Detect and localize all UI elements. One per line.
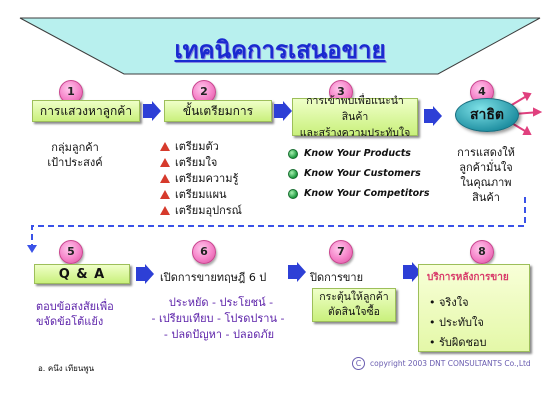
green-bullet-icon: [288, 148, 298, 159]
arrow-right-icon: [143, 101, 161, 121]
step-2-label: ขั้นเตรียมการ: [182, 103, 254, 118]
step-4-detail-4: สินค้า: [472, 191, 500, 204]
step-2-item: เตรียมอุปกรณ์: [160, 201, 242, 219]
triangle-bullet-icon: [160, 173, 170, 183]
arrow-right-icon: [136, 264, 154, 284]
step-7-label: ปิดการขาย: [310, 271, 364, 284]
step-7-box: กระตุ้นให้ลูกค้า ตัดสินใจซื้อ: [312, 288, 396, 322]
step-3-item: Know Your Competitors: [288, 188, 430, 199]
step-3-item: Know Your Customers: [288, 168, 421, 179]
step-1-label: การแสวงหาลูกค้า: [39, 103, 133, 118]
footer-copyright: copyright 2003 DNT CONSULTANTS Co.,Ltd: [370, 359, 531, 368]
step-2-item: เตรียมตัว: [160, 137, 219, 155]
step-2-item: เตรียมความรู้: [160, 169, 238, 187]
step-1-detail-1: กลุ่มลูกค้า: [51, 141, 99, 154]
step-3-label-line-1: การเข้าพบเพื่อแนะนำสินค้า: [306, 95, 404, 123]
step-8-item-2: • ประทับใจ: [429, 316, 484, 329]
step-8-item-3: • รับผิดชอบ: [429, 336, 487, 349]
step-8-number: 8: [470, 240, 494, 264]
step-4-oval: สาธิต: [455, 98, 519, 132]
copyright-icon: C: [352, 357, 365, 370]
step-4-detail-1: การแสดงให้: [457, 146, 515, 159]
step-1-box: การแสวงหาลูกค้า: [32, 100, 140, 122]
step-6-number: 6: [192, 240, 216, 264]
green-bullet-icon: [288, 168, 298, 179]
arrow-right-icon: [274, 101, 292, 121]
step-5-detail-1: ตอบข้อสงสัยเพื่อ: [36, 300, 114, 313]
step-7-number: 7: [329, 240, 353, 264]
step-2-item: เตรียมแผน: [160, 185, 227, 203]
green-bullet-icon: [288, 188, 298, 199]
triangle-bullet-icon: [160, 205, 170, 215]
step-6-line-3: - ปลดปัญหา - ปลอดภัย: [163, 328, 275, 341]
arrow-right-icon: [288, 262, 306, 282]
page-title: เทคนิคการเสนอขาย: [174, 36, 386, 64]
step-1-detail-2: เป้าประสงค์: [47, 156, 103, 169]
title-banner: [19, 17, 541, 75]
step-4-detail-2: ลูกค้ามั่นใจ: [459, 161, 513, 174]
arrow-right-icon: [424, 106, 442, 126]
step-8-heading: บริการหลังการขาย: [427, 272, 509, 283]
arrow-right-icon: [403, 262, 421, 282]
step-7-box-line-1: กระตุ้นให้ลูกค้า: [319, 291, 389, 303]
step-7-box-line-2: ตัดสินใจซื้อ: [328, 306, 380, 318]
step-2-item: เตรียมใจ: [160, 153, 217, 171]
step-5-label: Q & A: [58, 266, 106, 282]
step-4-detail-3: ในคุณภาพ: [460, 176, 512, 189]
step-3-box: การเข้าพบเพื่อแนะนำสินค้า และสร้างความปร…: [292, 95, 418, 139]
step-8-box: บริการหลังการขาย • จริงใจ • ประทับใจ • ร…: [418, 264, 530, 352]
footer-author: อ. คนึง เทียนพูน: [38, 364, 95, 373]
step-5-detail-2: ขจัดข้อโต้แย้ง: [36, 315, 104, 328]
triangle-bullet-icon: [160, 157, 170, 167]
step-3-item: Know Your Products: [288, 148, 411, 159]
triangle-bullet-icon: [160, 141, 170, 151]
step-5-number: 5: [59, 240, 83, 264]
triangle-bullet-icon: [160, 189, 170, 199]
step-5-box: Q & A: [34, 264, 130, 284]
step-3-label-line-2: และสร้างความประทับใจ: [299, 127, 411, 139]
step-2-box: ขั้นเตรียมการ: [164, 100, 272, 122]
step-6-line-2: - เปรียบเทียบ - โปรดปราน -: [151, 312, 285, 325]
step-4-label: สาธิต: [469, 107, 505, 123]
step-6-line-1: ประหยัด - ประโยชน์ -: [168, 296, 274, 309]
step-6-label: เปิดการขายทฤษฎี 6 ป: [160, 271, 267, 284]
step-8-item-1: • จริงใจ: [429, 296, 469, 309]
